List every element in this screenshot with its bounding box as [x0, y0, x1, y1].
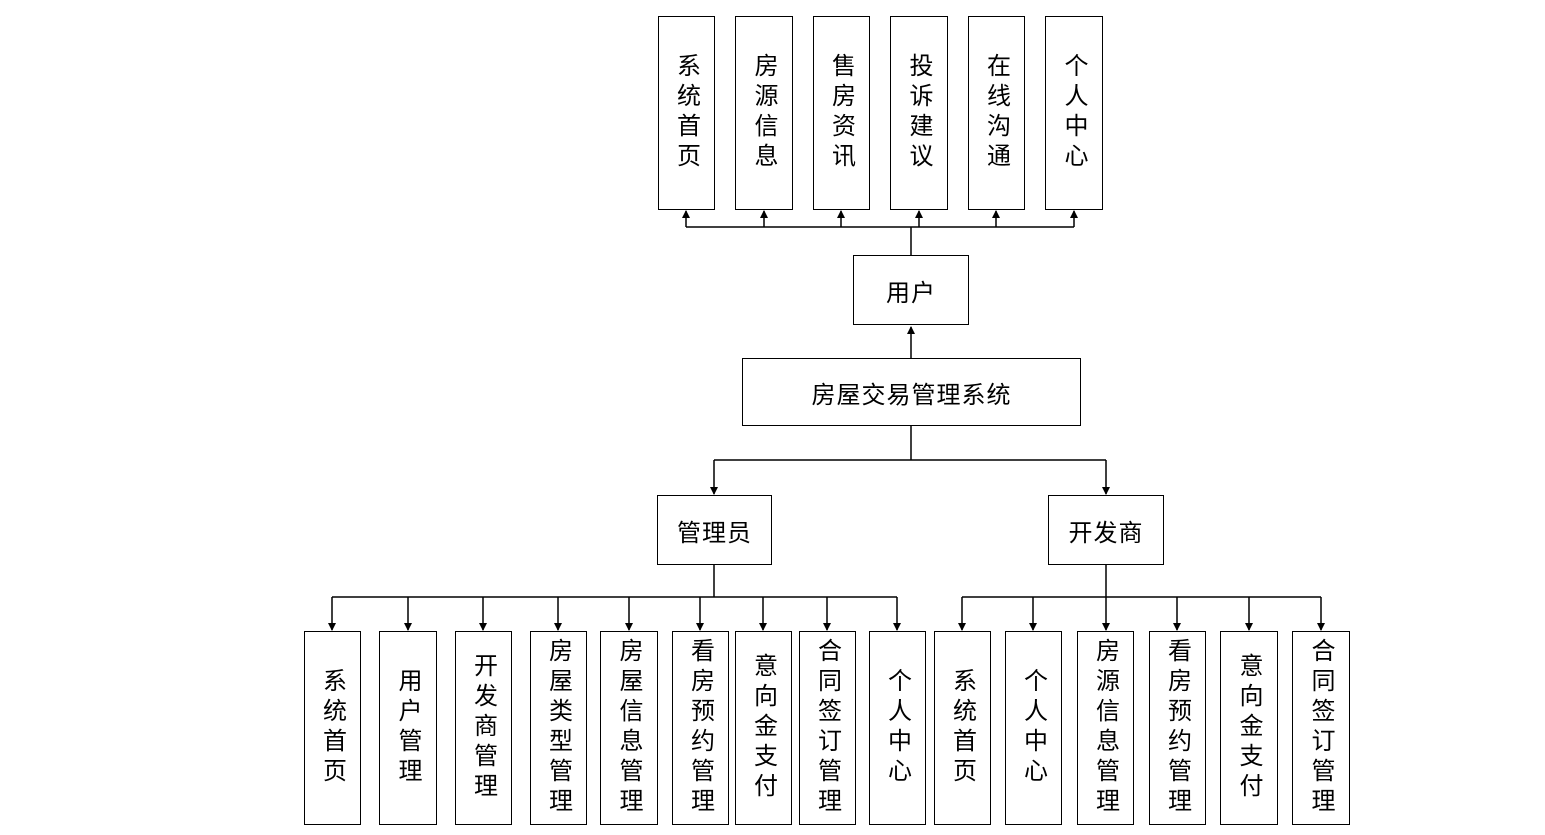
- developer-module-home: 系统首页: [934, 631, 991, 825]
- module-label: 系统首页: [672, 53, 701, 173]
- developer-module-deposit-payment: 意向金支付: [1220, 631, 1278, 825]
- admin-node: 管理员: [657, 495, 772, 565]
- developer-module-viewing-mgmt: 看房预约管理: [1149, 631, 1206, 825]
- node-label: 用户: [886, 278, 936, 307]
- admin-module-deposit-payment: 意向金支付: [735, 631, 792, 825]
- developer-node: 开发商: [1048, 495, 1164, 565]
- user-module-complaints: 投诉建议: [890, 16, 948, 210]
- developer-module-contract-mgmt: 合同签订管理: [1292, 631, 1350, 825]
- node-label: 开发商: [1068, 518, 1144, 547]
- module-label: 在线沟通: [982, 53, 1011, 173]
- module-label: 个人中心: [883, 668, 912, 788]
- module-label: 开发商管理: [469, 653, 498, 803]
- module-label: 房源信息: [750, 53, 778, 173]
- user-module-listings: 房源信息: [735, 16, 793, 210]
- module-label: 看房预约管理: [1163, 638, 1192, 818]
- admin-module-developer-mgmt: 开发商管理: [455, 631, 512, 825]
- module-label: 个人中心: [1060, 53, 1088, 173]
- node-label: 房屋交易管理系统: [811, 380, 1012, 409]
- module-label: 系统首页: [318, 668, 347, 788]
- user-module-online-chat: 在线沟通: [968, 16, 1025, 210]
- node-label: 管理员: [677, 518, 752, 547]
- root-node: 房屋交易管理系统: [742, 358, 1081, 426]
- user-module-home: 系统首页: [658, 16, 715, 210]
- module-label: 意向金支付: [1235, 653, 1263, 803]
- developer-module-profile: 个人中心: [1005, 631, 1062, 825]
- developer-module-listing-mgmt: 房源信息管理: [1077, 631, 1134, 825]
- admin-module-user-mgmt: 用户管理: [379, 631, 437, 825]
- module-label: 投诉建议: [905, 53, 933, 173]
- module-label: 房源信息管理: [1091, 638, 1120, 818]
- user-node: 用户: [853, 255, 969, 325]
- admin-module-profile: 个人中心: [869, 631, 926, 825]
- module-label: 房屋信息管理: [615, 638, 643, 818]
- admin-module-home: 系统首页: [304, 631, 361, 825]
- admin-module-viewing-mgmt: 看房预约管理: [672, 631, 729, 825]
- module-label: 合同签订管理: [813, 638, 842, 818]
- module-label: 售房资讯: [827, 53, 856, 173]
- user-module-sales-news: 售房资讯: [813, 16, 870, 210]
- admin-module-house-type-mgmt: 房屋类型管理: [530, 631, 587, 825]
- admin-module-contract-mgmt: 合同签订管理: [799, 631, 856, 825]
- module-label: 看房预约管理: [686, 638, 715, 818]
- user-module-profile: 个人中心: [1045, 16, 1103, 210]
- module-label: 个人中心: [1019, 668, 1048, 788]
- module-label: 意向金支付: [749, 653, 778, 803]
- module-label: 系统首页: [948, 668, 977, 788]
- module-label: 用户管理: [394, 668, 422, 788]
- module-label: 合同签订管理: [1307, 638, 1335, 818]
- admin-module-house-info-mgmt: 房屋信息管理: [600, 631, 658, 825]
- module-label: 房屋类型管理: [544, 638, 573, 818]
